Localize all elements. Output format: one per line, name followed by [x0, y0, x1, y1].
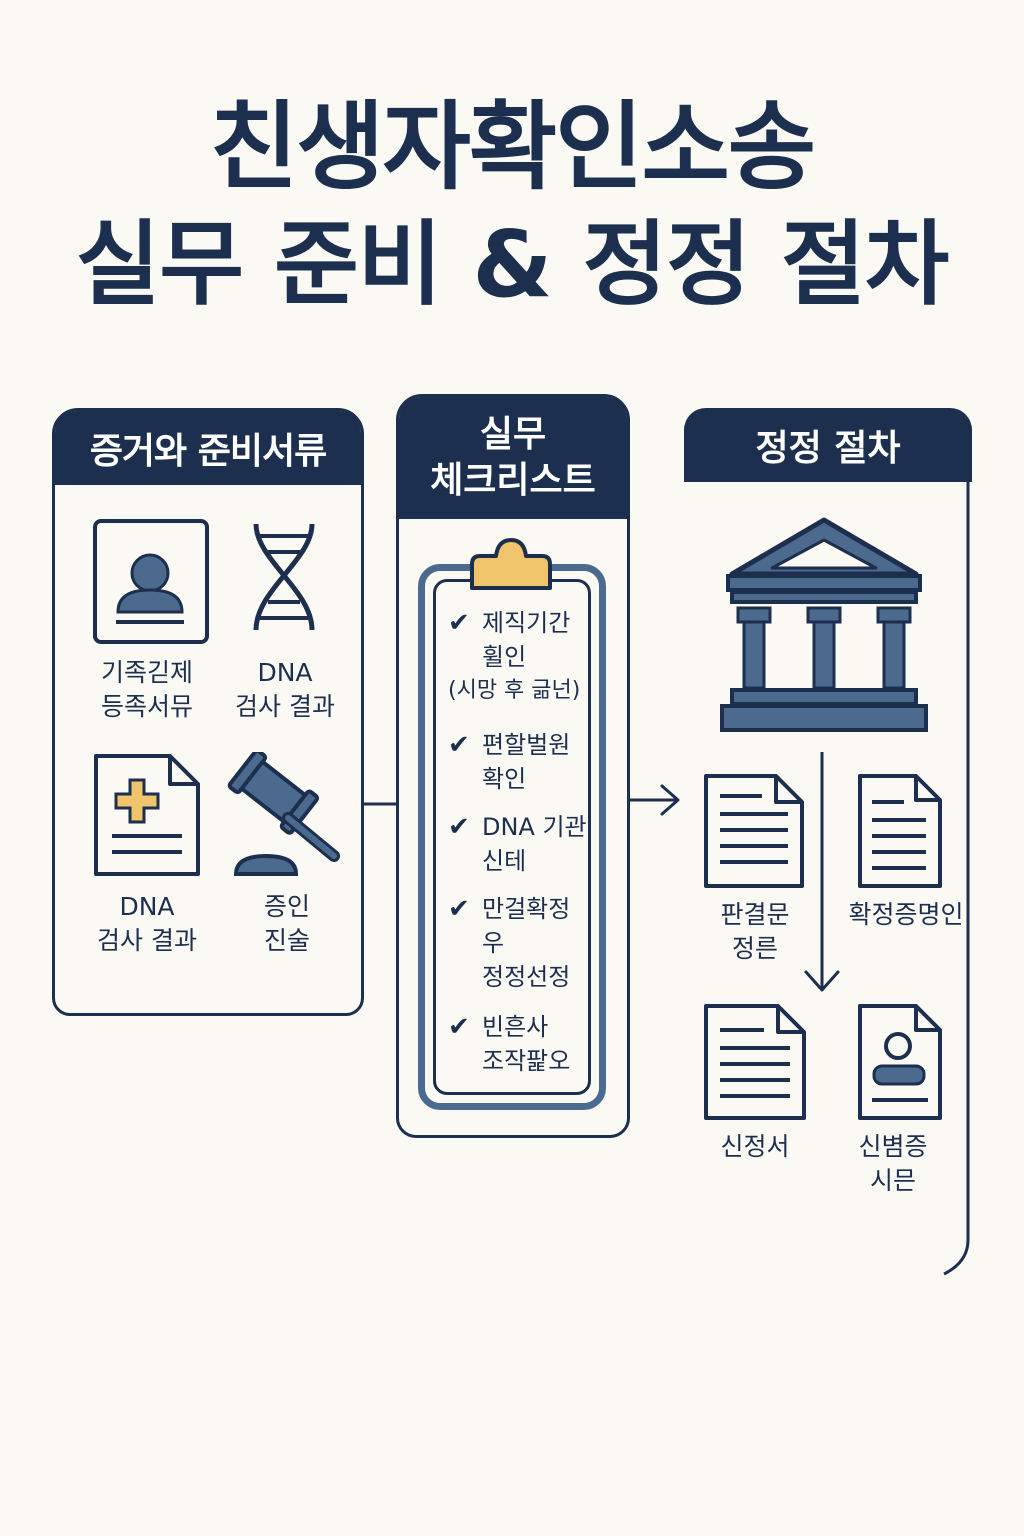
- gavel-icon: [227, 752, 340, 876]
- checklist-item: ✔ 편할벌원 확인: [448, 730, 571, 793]
- document-label-certificate: 확정증명인: [848, 900, 964, 929]
- checklist-heading-line-2: 체크리스트: [430, 460, 596, 501]
- document-label-id: 신볌증 시믄: [858, 1132, 928, 1195]
- certificate-document-icon: [858, 774, 942, 888]
- check-icon: ✔: [448, 730, 470, 760]
- courthouse-icon: [720, 517, 928, 732]
- id-card-icon: [93, 519, 209, 644]
- checklist-item: ✔ 빈흔사 조작팙오: [448, 1012, 571, 1075]
- procedure-panel: 정정 절차: [684, 408, 972, 1274]
- evidence-item-dna-result: DNA 검사 결과: [235, 658, 335, 721]
- check-icon: ✔: [448, 1012, 470, 1042]
- title-line-1: 친생자확인소송: [209, 91, 816, 203]
- medical-document-icon: [94, 754, 200, 876]
- evidence-panel-heading: 증거와 준비서류: [55, 411, 361, 485]
- evidence-item-family-register: 기족긷제 등족서뮤: [100, 658, 193, 721]
- clipboard-clip-icon: [470, 538, 552, 590]
- procedure-panel-heading: 정정 절차: [684, 408, 972, 482]
- checklist-panel-heading: 실무 체크리스트: [399, 397, 627, 519]
- judgment-document-icon: [704, 774, 804, 888]
- checklist-item: ✔ 제직기간 휠인 (시망 후 긂넌): [448, 608, 581, 703]
- application-document-icon: [704, 1004, 806, 1120]
- check-icon: ✔: [448, 608, 470, 638]
- checklist-item: ✔ DNA 기관 신테: [448, 812, 587, 875]
- dna-icon: [253, 523, 315, 631]
- id-document-icon: [858, 1004, 942, 1120]
- evidence-item-dna-result-doc: DNA 검사 결과: [97, 892, 197, 955]
- evidence-item-witness: 증인 진술: [263, 892, 310, 955]
- checklist-item: ✔ 만걸확정 우 정정선정: [448, 894, 571, 991]
- title-line-2: 실무 준비 & 정정 절차: [75, 211, 949, 318]
- page-title: 친생자확인소송 실무 준비 & 정정 절차: [0, 88, 1024, 324]
- document-label-judgment: 판결문 정른: [720, 900, 790, 963]
- checklist-to-procedure-arrow: [630, 784, 680, 816]
- check-icon: ✔: [448, 894, 470, 924]
- clipboard: [418, 564, 606, 1110]
- procedure-right-border: [943, 460, 970, 1276]
- check-icon: ✔: [448, 812, 470, 842]
- evidence-panel: 증거와 준비서류: [52, 408, 364, 1016]
- checklist-heading-line-1: 실무: [479, 414, 547, 455]
- document-label-application: 신정서: [720, 1132, 790, 1161]
- procedure-down-arrow: [804, 752, 840, 992]
